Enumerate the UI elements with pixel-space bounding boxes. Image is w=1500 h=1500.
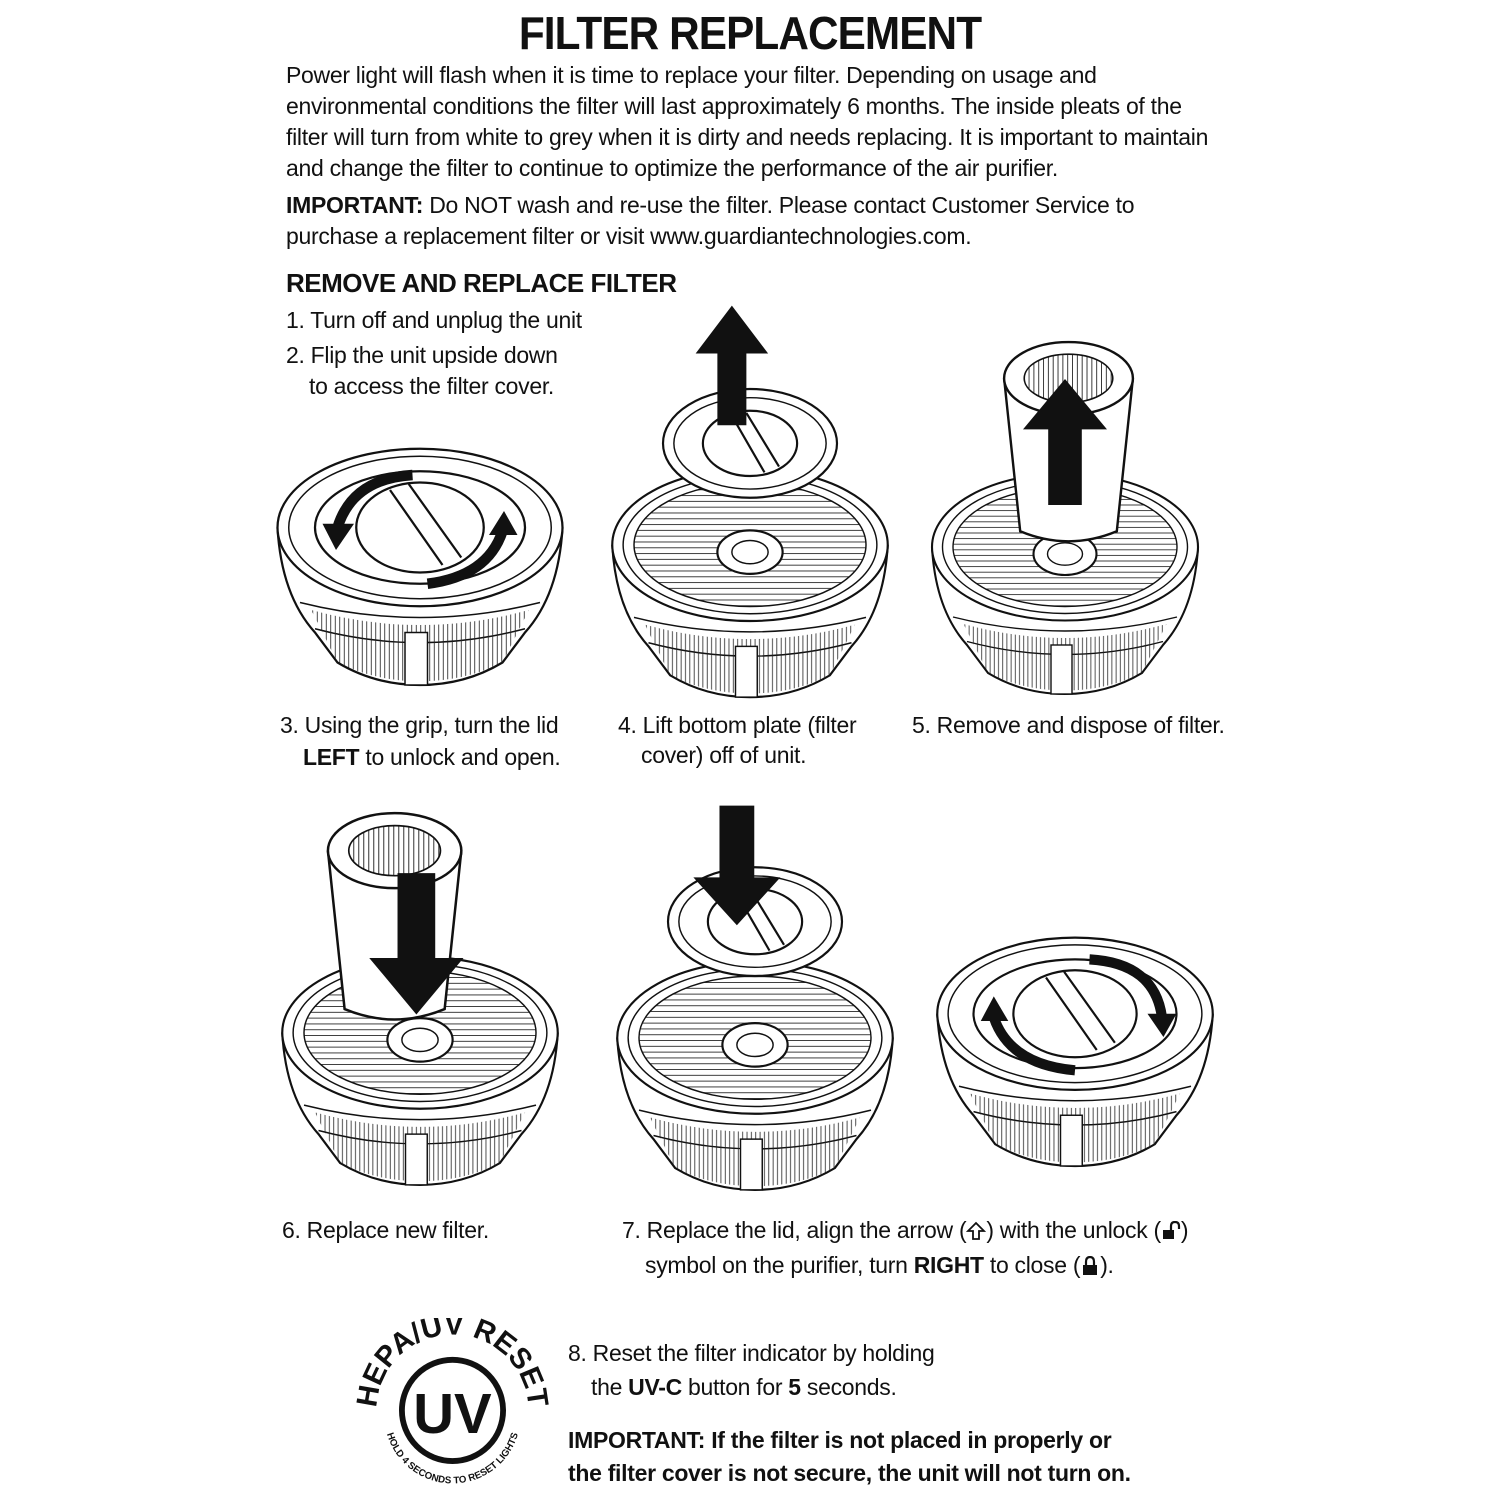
step-2-line-2: to access the filter cover.	[309, 373, 555, 399]
figure-insert-filter	[281, 811, 559, 1186]
align-arrow-icon	[966, 1221, 987, 1240]
unlock-icon	[1162, 1221, 1180, 1239]
step-3-line-1: 3. Using the grip, turn the lid	[280, 712, 559, 738]
step-4-line-2: cover) off of unit.	[641, 742, 807, 768]
important-label: IMPORTANT:	[286, 192, 424, 218]
important-note-2-line-2: the filter cover is not secure, the unit…	[568, 1460, 1131, 1486]
figure-unlock-lid	[276, 447, 564, 687]
figure-lock-lid	[936, 936, 1214, 1168]
rotate-right-arrows-icon	[980, 954, 1177, 1076]
figure-replace-plate	[616, 805, 894, 1191]
badge-uv-text: UV	[413, 1382, 492, 1445]
step-7-line-2: symbol on the purifier, turn RIGHT to cl…	[645, 1252, 1114, 1278]
intro-paragraph: Power light will flash when it is time t…	[286, 62, 1209, 181]
step-6: 6. Replace new filter.	[282, 1217, 489, 1243]
important-text: Do NOT wash and re-use the filter. Pleas…	[286, 192, 1135, 249]
figure-remove-filter	[930, 340, 1200, 696]
figure-lift-plate	[611, 305, 889, 699]
step-1: 1. Turn off and unplug the unit	[286, 307, 582, 333]
hepa-uv-reset-badge: HEPA/UV RESET UV HOLD 4 SECONDS TO RESET…	[355, 1318, 550, 1486]
step-5: 5. Remove and dispose of filter.	[912, 712, 1225, 738]
lock-icon	[1083, 1256, 1098, 1275]
important-note-2-line-1: IMPORTANT: If the filter is not placed i…	[568, 1427, 1112, 1453]
section-heading: REMOVE AND REPLACE FILTER	[286, 268, 677, 298]
step-4-line-1: 4. Lift bottom plate (filter	[618, 712, 857, 738]
step-2-line-1: 2. Flip the unit upside down	[286, 342, 558, 368]
step-8-line-2: the UV-C button for 5 seconds.	[591, 1374, 897, 1400]
rotate-left-arrows-icon	[322, 469, 518, 589]
important-note-1: IMPORTANT: Do NOT wash and re-use the fi…	[286, 190, 1226, 252]
page-title: FILTER REPLACEMENT	[518, 7, 982, 59]
step-3-line-2: LEFT to unlock and open.	[303, 744, 561, 770]
step-7-line-1: 7. Replace the lid, align the arrow () w…	[622, 1217, 1189, 1243]
step-8-line-1: 8. Reset the filter indicator by holding	[568, 1340, 935, 1366]
